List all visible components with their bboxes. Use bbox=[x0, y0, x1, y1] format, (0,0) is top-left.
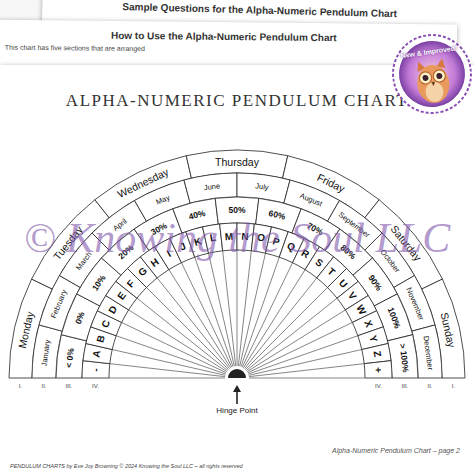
hinge-label: Hinge Point bbox=[216, 407, 257, 415]
character-label: C bbox=[100, 319, 112, 330]
radial-line bbox=[245, 287, 327, 369]
day-label: Friday bbox=[315, 172, 346, 194]
month-label: December bbox=[422, 335, 434, 370]
day-label: Thursday bbox=[215, 156, 259, 167]
radial-line bbox=[146, 287, 228, 369]
owl-pupil bbox=[436, 73, 443, 80]
hinge-arrowhead bbox=[233, 385, 241, 392]
month-label: February bbox=[49, 289, 67, 320]
badge-circle: New & Improved! bbox=[387, 29, 474, 119]
section-numeral: IV. bbox=[375, 383, 382, 389]
section-numeral: II. bbox=[427, 383, 432, 389]
watermark: © Knowing the Soul LLC bbox=[24, 217, 450, 259]
radial-line bbox=[129, 310, 227, 372]
radial-line bbox=[110, 364, 225, 377]
character-label: A bbox=[92, 350, 103, 359]
section-numeral: I. bbox=[19, 383, 22, 389]
month-label: November bbox=[405, 287, 425, 322]
hinge-arrow bbox=[236, 390, 238, 404]
radial-line bbox=[157, 278, 229, 369]
radial-line bbox=[116, 336, 225, 374]
radial-line bbox=[247, 310, 345, 372]
footer-text: PENDULUM CHARTS by Eve Joy Browning © 20… bbox=[10, 463, 243, 469]
radial-line bbox=[241, 257, 279, 366]
radial-line bbox=[195, 257, 233, 366]
radial-line bbox=[249, 364, 364, 377]
radial-line bbox=[249, 378, 365, 379]
radial-line bbox=[249, 350, 362, 376]
day-label: Sunday bbox=[439, 311, 457, 348]
radial-line bbox=[242, 263, 292, 368]
radial-line bbox=[237, 250, 238, 366]
radial-line bbox=[181, 263, 231, 368]
character-label: F bbox=[126, 278, 138, 289]
owl-eye bbox=[433, 69, 447, 83]
month-label: May bbox=[155, 194, 171, 206]
month-label: July bbox=[255, 182, 269, 191]
character-label: Y bbox=[367, 334, 378, 343]
radial-line bbox=[223, 251, 236, 366]
character-label: B bbox=[95, 334, 107, 344]
character-label: W bbox=[354, 303, 367, 316]
percent-label: 50% bbox=[228, 206, 245, 215]
radial-line bbox=[169, 270, 231, 368]
owl-pupil bbox=[422, 75, 429, 82]
hinge-mark bbox=[228, 369, 246, 378]
character-label: - bbox=[91, 368, 101, 372]
month-label: June bbox=[203, 182, 220, 192]
month-label: January bbox=[40, 339, 51, 366]
section-numeral: IV. bbox=[92, 383, 99, 389]
character-label: E bbox=[116, 290, 128, 301]
chart-cell bbox=[364, 361, 392, 378]
section-numeral: I. bbox=[452, 383, 455, 389]
owl-body bbox=[415, 63, 452, 105]
radial-line bbox=[246, 298, 337, 370]
radial-line bbox=[243, 270, 305, 368]
badge-ring bbox=[388, 30, 474, 118]
character-label: Z bbox=[371, 350, 382, 358]
character-label: X bbox=[362, 319, 374, 329]
section-numeral: III. bbox=[66, 383, 73, 389]
section-numeral: III. bbox=[402, 383, 409, 389]
chart-group bbox=[9, 150, 465, 378]
footer-text: Alpha-Numeric Pendulum Chart – page 2 bbox=[332, 447, 460, 455]
character-label: V bbox=[346, 290, 358, 301]
radial-line bbox=[109, 378, 225, 379]
character-label: D bbox=[107, 304, 119, 315]
character-label: + bbox=[373, 367, 383, 373]
radial-line bbox=[238, 251, 251, 366]
owl-beak bbox=[431, 82, 436, 87]
radial-line bbox=[248, 322, 353, 372]
percent-label: 10% bbox=[90, 273, 107, 292]
percent-label: < 0% bbox=[65, 347, 76, 368]
sheet-heading: Sample Questions for the Alpha-Numeric P… bbox=[122, 1, 397, 19]
sheet-body: This chart has five sections that are ar… bbox=[5, 44, 145, 53]
month-label: August bbox=[299, 192, 323, 208]
radial-line bbox=[248, 336, 357, 374]
section-numeral: II. bbox=[41, 383, 46, 389]
radial-line bbox=[122, 322, 227, 372]
radial-line bbox=[209, 253, 235, 366]
percent-label: 100% bbox=[386, 307, 402, 330]
character-label: G bbox=[136, 266, 148, 279]
radial-line bbox=[240, 253, 266, 366]
percent-label: 0% bbox=[74, 311, 86, 326]
chart-cell bbox=[362, 344, 391, 364]
sheet-heading: How to Use the Alpha-Numeric Pendulum Ch… bbox=[111, 30, 337, 43]
percent-label: 90% bbox=[367, 273, 384, 292]
character-label: U bbox=[336, 278, 348, 290]
character-label: T bbox=[326, 267, 337, 279]
percent-label: > 100% bbox=[398, 343, 410, 373]
day-label: Monday bbox=[17, 310, 36, 349]
radial-line bbox=[112, 350, 225, 376]
badge-art bbox=[387, 29, 474, 119]
day-label: Wednesday bbox=[116, 166, 170, 199]
owl-eye bbox=[419, 71, 433, 85]
